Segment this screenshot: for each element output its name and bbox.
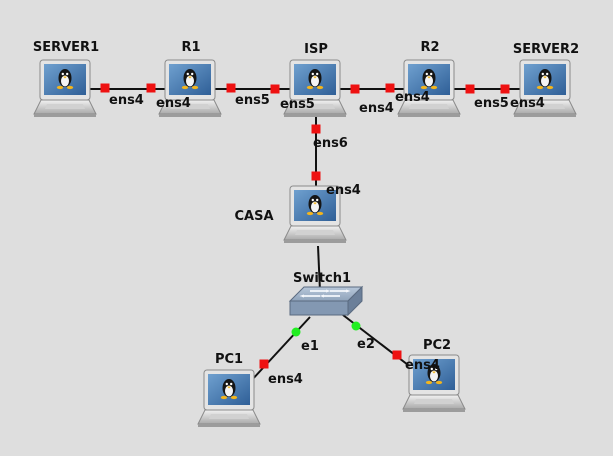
port-status-down-server2 bbox=[500, 84, 510, 94]
port-label-r2: ens5 bbox=[474, 96, 509, 111]
port-status-down-pc2 bbox=[392, 350, 402, 360]
port-status-down-r1 bbox=[226, 83, 236, 93]
port-label-switch1: e2 bbox=[357, 337, 375, 352]
node-label-isp: ISP bbox=[304, 42, 328, 57]
port-status-down-casa bbox=[311, 171, 321, 181]
port-label-pc1: ens4 bbox=[268, 372, 303, 387]
port-status-down-r1 bbox=[146, 83, 156, 93]
port-label-switch1: e1 bbox=[301, 339, 319, 354]
port-status-down-isp bbox=[311, 124, 321, 134]
port-label-r1: ens4 bbox=[156, 96, 191, 111]
node-label-pc1: PC1 bbox=[214, 352, 244, 367]
node-label-switch1: Switch1 bbox=[292, 271, 352, 286]
port-label-pc2: ens4 bbox=[405, 358, 440, 373]
linux-laptop-icon[interactable] bbox=[397, 59, 461, 118]
port-markers bbox=[100, 83, 510, 369]
port-label-casa: ens4 bbox=[326, 183, 361, 198]
ethernet-switch-icon[interactable] bbox=[289, 286, 363, 316]
port-status-down-isp bbox=[270, 84, 280, 94]
linux-laptop-icon[interactable] bbox=[197, 369, 261, 428]
link-casa-switch1[interactable] bbox=[317, 245, 321, 292]
node-label-pc2: PC2 bbox=[422, 338, 452, 353]
port-label-isp: ens4 bbox=[359, 101, 394, 116]
port-status-down-isp bbox=[350, 84, 360, 94]
link-switch1-pc1[interactable] bbox=[249, 316, 311, 383]
node-label-r1: R1 bbox=[181, 40, 201, 55]
node-icons bbox=[33, 59, 577, 428]
port-label-isp: ens6 bbox=[313, 136, 348, 151]
node-label-server2: SERVER2 bbox=[512, 42, 580, 57]
port-status-down-r2 bbox=[465, 84, 475, 94]
linux-laptop-icon[interactable] bbox=[33, 59, 97, 118]
port-label-server1: ens4 bbox=[109, 93, 144, 108]
port-label-r1: ens5 bbox=[235, 93, 270, 108]
port-status-up-switch1 bbox=[351, 321, 361, 331]
node-label-server1: SERVER1 bbox=[32, 40, 100, 55]
port-status-down-r2 bbox=[385, 83, 395, 93]
port-status-up-switch1 bbox=[291, 327, 301, 337]
node-label-casa: CASA bbox=[234, 209, 274, 224]
node-label-r2: R2 bbox=[420, 40, 440, 55]
port-label-isp: ens5 bbox=[280, 97, 315, 112]
port-status-down-server1 bbox=[100, 83, 110, 93]
port-status-down-pc1 bbox=[259, 359, 269, 369]
port-label-server2: ens4 bbox=[510, 96, 545, 111]
port-label-r2: ens4 bbox=[395, 90, 430, 105]
